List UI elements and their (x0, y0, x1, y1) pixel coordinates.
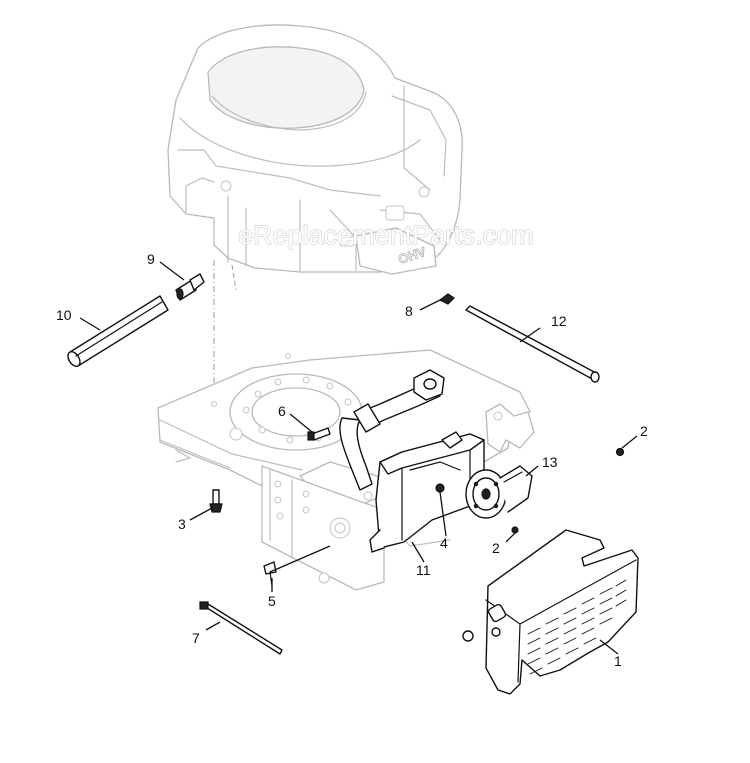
engine-outline: OHV (167, 24, 463, 275)
callout-13: 13 (542, 454, 558, 470)
callout-12: 12 (551, 313, 567, 329)
part-8-plug[interactable] (438, 293, 455, 305)
watermark-text: eReplacementParts.com (238, 220, 534, 250)
callout-6: 6 (278, 403, 286, 419)
leader-lines (79, 261, 638, 655)
callout-1: 1 (614, 653, 622, 669)
callout-4: 4 (440, 535, 448, 551)
part-5-screw[interactable] (263, 561, 277, 587)
part-10-tube[interactable] (66, 295, 169, 368)
callout-labels: 1 2 2 3 4 5 6 7 8 9 10 11 12 13 (56, 251, 648, 669)
part-12-rod[interactable] (465, 305, 600, 383)
callout-5: 5 (268, 593, 276, 609)
part-13-spark-arrestor[interactable] (465, 465, 533, 519)
part-1-heat-shield[interactable] (462, 529, 639, 695)
callout-2a: 2 (640, 423, 648, 439)
callout-8: 8 (405, 303, 413, 319)
part-11-muffler[interactable] (339, 369, 485, 553)
callout-10: 10 (56, 307, 72, 323)
shield-vent-slots (527, 579, 627, 675)
callout-7: 7 (192, 630, 200, 646)
part-4-nut[interactable] (435, 483, 445, 493)
callout-3: 3 (178, 516, 186, 532)
part-9-fitting[interactable] (175, 273, 205, 301)
part-3-bolt[interactable] (209, 489, 223, 513)
callout-9: 9 (147, 251, 155, 267)
alignment-centerline-2 (231, 264, 237, 291)
callout-11: 11 (416, 562, 431, 578)
part-7-cable-tie[interactable] (199, 601, 283, 655)
part-2-screw-upper[interactable] (615, 447, 625, 457)
callout-2b: 2 (492, 540, 500, 556)
